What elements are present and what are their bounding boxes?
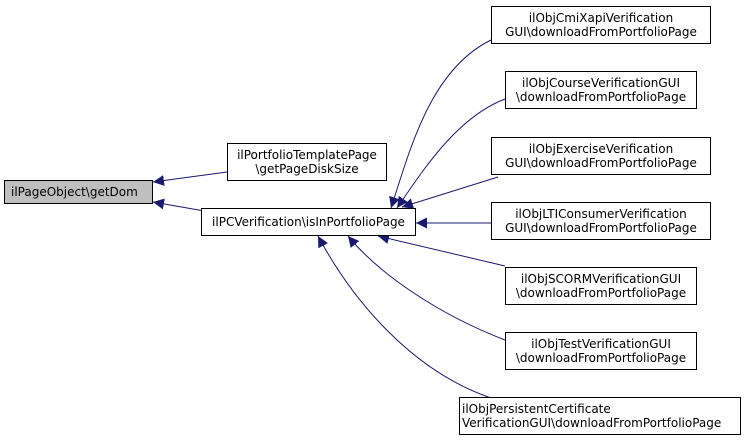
node-il-obj-lti-consumer-verification[interactable]: ilObjLTIConsumerVerification GUI\downloa…: [491, 202, 711, 240]
node-label-line1: ilObjCmiXapiVerification: [528, 11, 674, 25]
node-label-line1: ilPortfolioTemplatePage: [237, 148, 377, 162]
node-il-obj-exercise-verification[interactable]: ilObjExerciseVerification GUI\downloadFr…: [491, 137, 711, 175]
node-il-obj-scorm-verification[interactable]: ilObjSCORMVerificationGUI \downloadFromP…: [505, 267, 697, 305]
node-label-line2: \downloadFromPortfolioPage: [515, 351, 687, 365]
node-label-line1: ilObjLTIConsumerVerification: [515, 207, 687, 221]
edge-portfolio-template-to-root: [152, 171, 228, 186]
node-label-line2: VerificationGUI\downloadFromPortfolioPag…: [462, 416, 722, 430]
node-label-line2: \getPageDiskSize: [255, 162, 359, 176]
edge-test-to-pc-verification: [347, 235, 506, 341]
edge-pc-verification-to-root: [152, 198, 211, 213]
node-il-portfolio-template-page[interactable]: ilPortfolioTemplatePage \getPageDiskSize: [227, 143, 387, 181]
node-label: ilPCVerification\isInPortfolioPage: [212, 215, 405, 229]
node-label-line2: GUI\downloadFromPortfolioPage: [505, 156, 697, 170]
node-label-line1: ilObjTestVerificationGUI: [531, 337, 671, 351]
node-il-pc-verification[interactable]: ilPCVerification\isInPortfolioPage: [201, 208, 416, 236]
node-label-line2: GUI\downloadFromPortfolioPage: [505, 25, 697, 39]
node-label-line2: \downloadFromPortfolioPage: [515, 90, 687, 104]
edge-cmi-xapi-to-pc-verification: [389, 39, 492, 209]
edge-exercise-to-pc-verification: [401, 176, 499, 209]
edge-scorm-to-pc-verification: [377, 233, 506, 267]
node-label-line1: ilObjPersistentCertificate: [462, 402, 611, 416]
node-label-line1: ilObjCourseVerificationGUI: [521, 76, 680, 90]
node-label-line1: ilObjSCORMVerificationGUI: [520, 272, 682, 286]
node-il-obj-persistent-certificate-verification[interactable]: ilObjPersistentCertificate VerificationG…: [459, 397, 741, 435]
edge-course-to-pc-verification: [396, 98, 506, 209]
node-il-page-object-get-dom[interactable]: ilPageObject\getDom: [4, 180, 153, 204]
node-il-obj-test-verification[interactable]: ilObjTestVerificationGUI \downloadFromPo…: [505, 332, 697, 370]
node-il-obj-course-verification[interactable]: ilObjCourseVerificationGUI \downloadFrom…: [505, 71, 697, 109]
node-label-line2: GUI\downloadFromPortfolioPage: [505, 221, 697, 235]
node-label-line1: ilObjExerciseVerification: [528, 142, 674, 156]
node-label: ilPageObject\getDom: [11, 185, 138, 199]
node-il-obj-cmi-xapi-verification[interactable]: ilObjCmiXapiVerification GUI\downloadFro…: [491, 6, 711, 44]
edge-persistent-certificate-to-pc-verification: [317, 235, 492, 399]
node-label-line2: \downloadFromPortfolioPage: [515, 286, 687, 300]
